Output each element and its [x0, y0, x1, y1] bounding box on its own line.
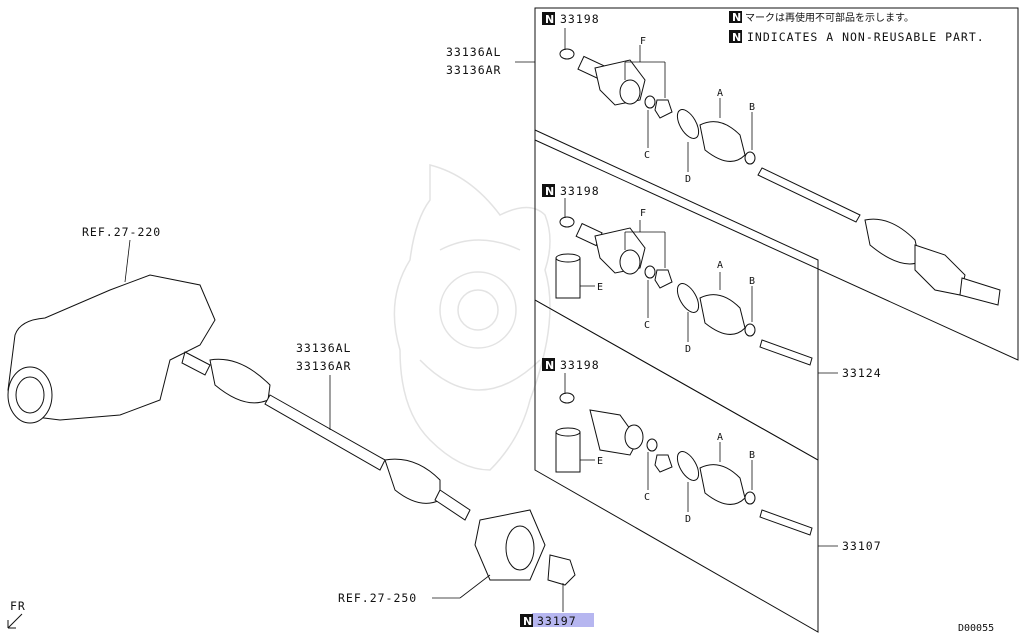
label-clip-1: 33198 — [560, 12, 600, 26]
fr-label: FR — [10, 599, 26, 613]
label-clip-3: 33198 — [560, 358, 600, 372]
letter-a-lower: A — [717, 432, 724, 443]
front-indicator: FR — [7, 599, 26, 629]
letter-b-lower: B — [749, 450, 756, 461]
lower-driveshaft-assembly — [555, 392, 813, 536]
letter-a-middle: A — [717, 260, 724, 271]
letter-e-lower: E — [597, 456, 604, 467]
letter-d-lower: D — [685, 514, 692, 525]
letter-a-upper: A — [717, 88, 724, 99]
svg-text:N: N — [523, 615, 532, 628]
wheel-hub — [474, 509, 576, 586]
diagram-id: D00055 — [958, 623, 994, 634]
letter-b-middle: B — [749, 276, 756, 287]
letter-c-lower: C — [644, 492, 651, 503]
label-ref-hub: REF.27-250 — [338, 591, 417, 605]
leader-lines — [124, 28, 838, 612]
label-nut-33197[interactable]: 33197 — [537, 614, 577, 628]
n-symbol: N — [732, 11, 741, 24]
note-en: INDICATES A NON-REUSABLE PART. — [747, 30, 985, 44]
letter-f-upper: F — [640, 36, 647, 47]
label-kit-33124: 33124 — [842, 366, 882, 380]
upper-driveshaft-assembly — [559, 48, 1001, 306]
non-reusable-note: N マークは再使用不可部品を示します。 N INDICATES A NON-RE… — [729, 11, 985, 44]
note-jp: マークは再使用不可部品を示します。 — [745, 11, 914, 24]
label-shaft-upper-r: 33136AR — [446, 63, 501, 77]
non-reusable-n-icon — [729, 30, 742, 43]
lower-panel — [534, 299, 819, 633]
non-reusable-n-icon — [542, 358, 555, 371]
letter-c-upper: C — [644, 150, 651, 161]
non-reusable-n-icon — [520, 614, 533, 627]
lower-left-driveshaft — [181, 351, 471, 521]
label-shaft-upper-l: 33136AL — [446, 45, 501, 59]
n-symbol: N — [732, 31, 741, 44]
letter-e-middle: E — [597, 282, 604, 293]
non-reusable-n-icon — [542, 184, 555, 197]
letter-f-middle: F — [640, 208, 647, 219]
svg-text:N: N — [545, 185, 554, 198]
label-kit-33107: 33107 — [842, 539, 882, 553]
svg-text:N: N — [545, 13, 554, 26]
label-shaft-lower-r: 33136AR — [296, 359, 351, 373]
highlight-box[interactable] — [532, 613, 594, 627]
letter-b-upper: B — [749, 102, 756, 113]
non-reusable-n-icon — [729, 11, 742, 23]
upper-panel — [534, 7, 1019, 361]
label-shaft-lower-l: 33136AL — [296, 341, 351, 355]
letter-c-middle: C — [644, 320, 651, 331]
non-reusable-n-icon — [542, 12, 555, 25]
front-arrow-icon — [7, 613, 23, 629]
svg-text:N: N — [545, 359, 554, 372]
transmission-housing — [7, 274, 216, 424]
watermark-logo — [393, 164, 551, 471]
letter-d-upper: D — [685, 174, 692, 185]
middle-driveshaft-assembly — [555, 216, 813, 366]
label-clip-2: 33198 — [560, 184, 600, 198]
letter-d-middle: D — [685, 344, 692, 355]
label-ref-transmission: REF.27-220 — [82, 225, 161, 239]
nut-part-number[interactable]: N 33197 — [520, 613, 594, 628]
